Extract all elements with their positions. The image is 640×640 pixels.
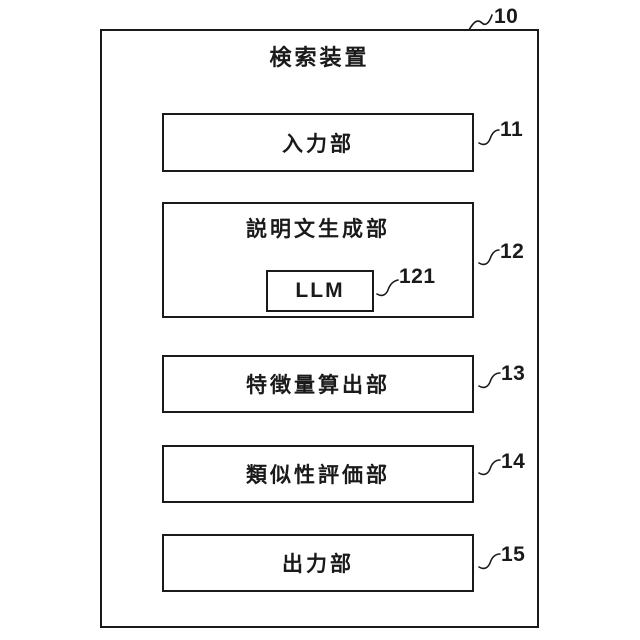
- device-title: 検索装置: [269, 45, 370, 70]
- block-input-unit-label: 入力部: [282, 132, 354, 156]
- block-llm-label: LLM: [295, 279, 345, 302]
- block-output-unit-label: 出力部: [282, 553, 354, 576]
- ref-number-14: 14: [501, 450, 526, 473]
- leader-line-10: [468, 14, 493, 31]
- block-llm: LLM: [266, 270, 374, 312]
- ref-number-15: 15: [501, 543, 526, 566]
- ref-number-12: 12: [500, 240, 525, 263]
- block-feature-calculation-unit: 特徴量算出部: [162, 355, 474, 413]
- block-output-unit: 出力部: [162, 534, 474, 592]
- block-caption-generation-unit-label: 説明文生成部: [246, 218, 390, 241]
- block-feature-calculation-unit-label: 特徴量算出部: [246, 374, 390, 397]
- block-similarity-evaluation-unit-label: 類似性評価部: [246, 464, 390, 487]
- ref-number-10: 10: [494, 5, 519, 28]
- block-input-unit: 入力部: [162, 113, 474, 172]
- ref-number-121: 121: [399, 265, 436, 288]
- ref-number-13: 13: [501, 362, 526, 385]
- block-similarity-evaluation-unit: 類似性評価部: [162, 445, 474, 503]
- ref-number-11: 11: [500, 118, 524, 141]
